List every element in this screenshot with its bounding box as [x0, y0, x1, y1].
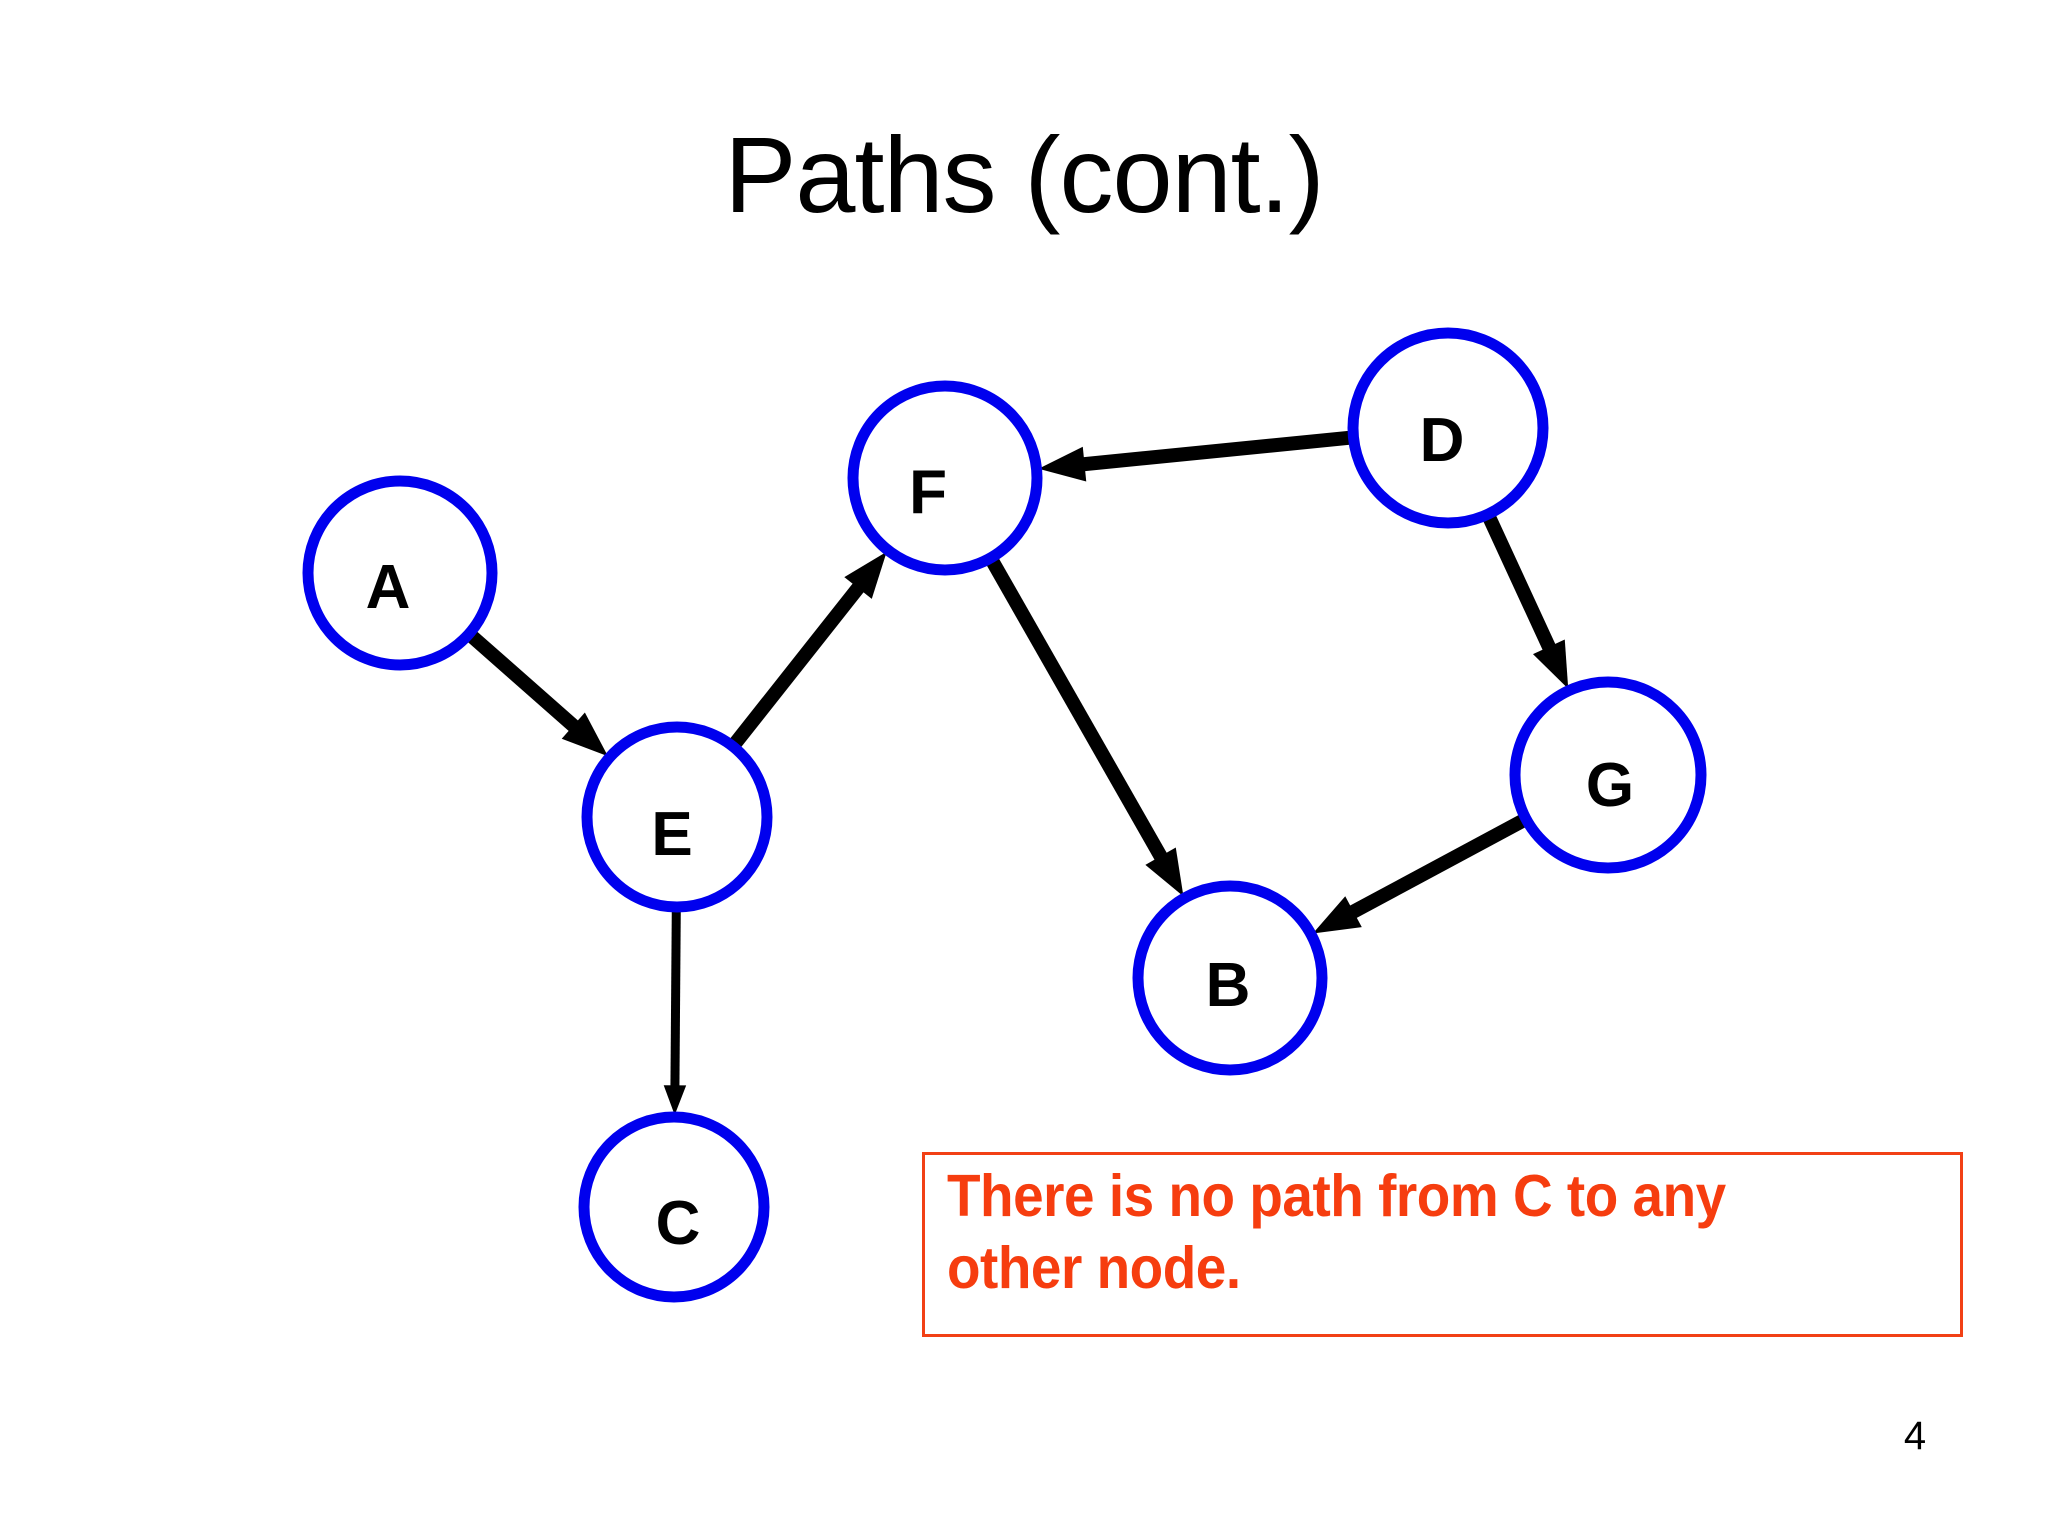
- graph-edge-g-b: [1335, 813, 1528, 926]
- graph-arrowhead-e-c: [663, 1085, 687, 1116]
- graph-arrowhead-d-g: [1532, 639, 1569, 689]
- graph-node-label-b: B: [1205, 951, 1251, 1020]
- graph-node-label-d: D: [1419, 406, 1465, 475]
- graph-arrowhead-a-e: [561, 712, 608, 757]
- graph-node-label-g: G: [1585, 751, 1635, 820]
- graph-edge-layer: [465, 430, 1569, 1116]
- callout-text: There is no path from C to any other nod…: [947, 1163, 1726, 1301]
- graph-edge-f-b: [985, 556, 1175, 874]
- callout-box: There is no path from C to any other nod…: [922, 1152, 1963, 1337]
- graph-node-g[interactable]: [1509, 676, 1707, 874]
- page-number: 4: [1903, 1414, 1927, 1458]
- graph-edge-a-e: [465, 629, 591, 742]
- page-title: Paths (cont.): [724, 114, 1324, 235]
- graph-arrowhead-f-b: [1145, 847, 1184, 897]
- graph-node-e[interactable]: [581, 721, 773, 913]
- graph-arrowhead-e-f: [844, 551, 887, 599]
- graph-node-d[interactable]: [1347, 327, 1549, 529]
- graph-arrowhead-g-b: [1312, 896, 1362, 934]
- graph-arrowhead-d-f: [1038, 446, 1087, 482]
- graph-node-b[interactable]: [1132, 880, 1328, 1076]
- graph-node-layer: [302, 327, 1707, 1303]
- graph-node-label-e: E: [651, 800, 693, 869]
- graph-node-label-f: F: [909, 458, 947, 527]
- graph-node-a[interactable]: [302, 475, 498, 671]
- graph-edge-d-f: [1067, 430, 1353, 473]
- graph-edge-e-c: [670, 908, 681, 1096]
- graph-node-c[interactable]: [578, 1111, 770, 1303]
- graph-edge-e-f: [728, 570, 874, 750]
- graph-edge-d-g: [1482, 513, 1563, 665]
- graph-node-f[interactable]: [847, 380, 1043, 576]
- graph-node-label-c: C: [655, 1189, 701, 1258]
- graph-node-label-a: A: [365, 553, 411, 622]
